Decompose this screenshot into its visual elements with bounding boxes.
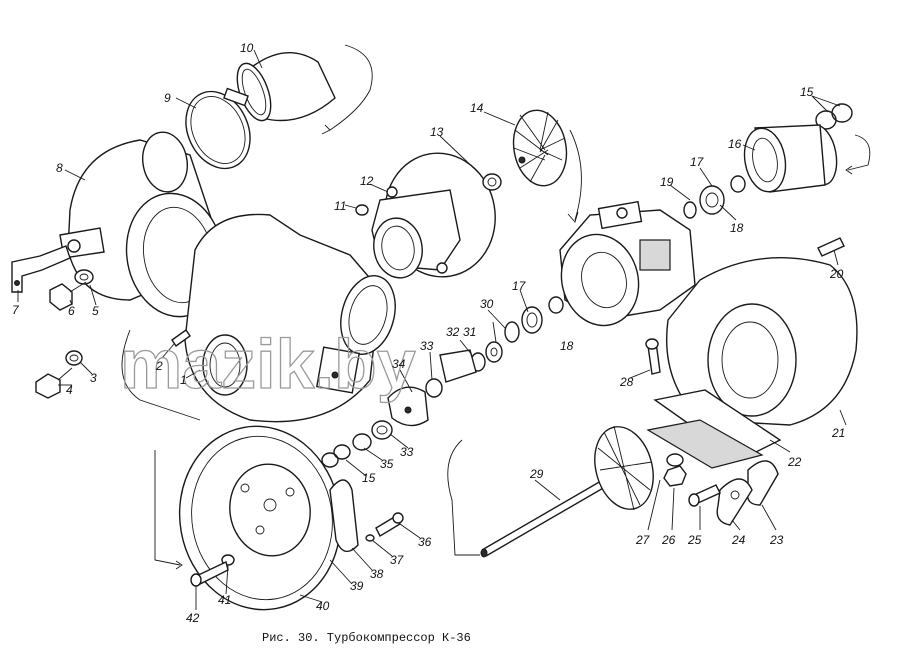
label-part-42: 42 <box>186 611 200 625</box>
label-part-7: 7 <box>12 303 20 317</box>
part-19-bearing-housing <box>559 200 696 327</box>
part-25-bolt <box>688 484 721 507</box>
label-part-2: 2 <box>155 359 163 373</box>
label-part-3: 3 <box>90 371 97 385</box>
label-part-17-top: 17 <box>690 155 705 169</box>
part-22-gasket <box>646 419 764 469</box>
part-labels: 10 9 8 7 6 5 3 4 2 1 11 12 13 14 15 16 1… <box>12 41 845 625</box>
part-27-washer <box>666 453 684 467</box>
part-10-hose <box>236 52 336 122</box>
part-31-ring <box>485 341 503 363</box>
label-part-16: 16 <box>728 137 742 151</box>
label-part-23: 23 <box>769 533 784 547</box>
label-part-4: 4 <box>66 383 73 397</box>
label-part-17-lower: 17 <box>512 279 527 293</box>
label-part-5: 5 <box>92 304 99 318</box>
part-14-compressor-wheel <box>512 109 568 187</box>
label-part-25: 25 <box>687 533 702 547</box>
part-42-bolt <box>190 561 229 587</box>
label-part-39: 39 <box>350 579 364 593</box>
figure-caption: Рис. 30. Турбокомпрессор К-36 <box>262 631 471 645</box>
part-28-bolt <box>645 338 661 375</box>
label-part-8: 8 <box>56 161 63 175</box>
label-part-27: 27 <box>635 533 651 547</box>
label-part-37: 37 <box>390 553 405 567</box>
part-33-washer-upper <box>425 378 443 398</box>
label-part-11: 11 <box>334 199 346 213</box>
part-13-nut <box>482 173 502 191</box>
label-part-26: 26 <box>661 533 676 547</box>
label-part-35: 35 <box>380 457 394 471</box>
part-38-lock-plate <box>329 479 359 553</box>
part-18-ring-upper <box>683 201 697 219</box>
label-part-36: 36 <box>418 535 432 549</box>
part-36-bolt <box>375 512 404 537</box>
label-part-32: 32 <box>446 325 460 339</box>
label-part-21: 21 <box>831 426 845 440</box>
part-15-rings-top <box>815 103 853 130</box>
label-part-38: 38 <box>370 567 384 581</box>
part-26-nut <box>663 465 687 487</box>
part-34-thrust-plate <box>439 349 477 383</box>
label-part-18-lower: 18 <box>560 339 574 353</box>
leader-lines <box>17 49 847 610</box>
part-7-bracket <box>11 245 71 293</box>
label-part-1: 1 <box>180 373 187 387</box>
part-24-lock-plate <box>716 478 753 526</box>
label-part-33-lower: 33 <box>400 445 414 459</box>
assembly-arrows <box>121 44 871 570</box>
label-part-13: 13 <box>430 125 444 139</box>
label-part-33-upper: 33 <box>420 339 434 353</box>
part-11-ring <box>355 204 369 216</box>
label-part-31: 31 <box>463 325 476 339</box>
part-40-heat-shield <box>178 425 342 611</box>
part-34-disk <box>387 386 429 427</box>
label-part-15-lower: 15 <box>362 471 376 485</box>
label-part-6: 6 <box>68 304 75 318</box>
label-part-15-top: 15 <box>800 85 814 99</box>
part-9-clamp <box>185 87 251 170</box>
label-part-40: 40 <box>316 599 330 613</box>
part-37-washer <box>365 534 375 542</box>
part-15-rings-lower <box>321 444 351 468</box>
part-35-ring <box>352 433 372 451</box>
label-part-30: 30 <box>480 297 494 311</box>
part-16-shield <box>743 124 838 193</box>
label-part-10: 10 <box>240 41 254 55</box>
label-part-20: 20 <box>829 267 844 281</box>
label-part-41: 41 <box>218 593 231 607</box>
label-part-19: 19 <box>660 175 674 189</box>
label-part-14: 14 <box>470 101 484 115</box>
part-2-stud <box>171 329 191 347</box>
part-33-ring-lower <box>371 420 393 440</box>
part-23-lock-plate <box>746 460 779 506</box>
part-30-washer <box>504 321 520 343</box>
label-part-9: 9 <box>164 91 171 105</box>
part-17-bushing-lower <box>521 296 564 334</box>
part-20-stud <box>817 237 845 257</box>
part-3-washer <box>65 350 83 366</box>
part-21-turbine-housing <box>653 257 858 461</box>
part-29-turbine-shaft <box>480 425 654 558</box>
part-1-compressor-housing <box>184 213 396 423</box>
part-12-backplate <box>371 152 496 279</box>
label-part-34: 34 <box>392 357 406 371</box>
watermark: mazik.by <box>120 325 416 403</box>
part-5-washer <box>74 269 94 285</box>
label-part-22: 22 <box>787 455 802 469</box>
part-17-bushing-upper <box>699 175 746 215</box>
label-part-29: 29 <box>529 467 544 481</box>
label-part-28: 28 <box>619 375 634 389</box>
part-4-bolt <box>35 367 73 399</box>
label-part-24: 24 <box>731 533 746 547</box>
label-part-12: 12 <box>360 174 374 188</box>
label-part-18-top: 18 <box>730 221 744 235</box>
